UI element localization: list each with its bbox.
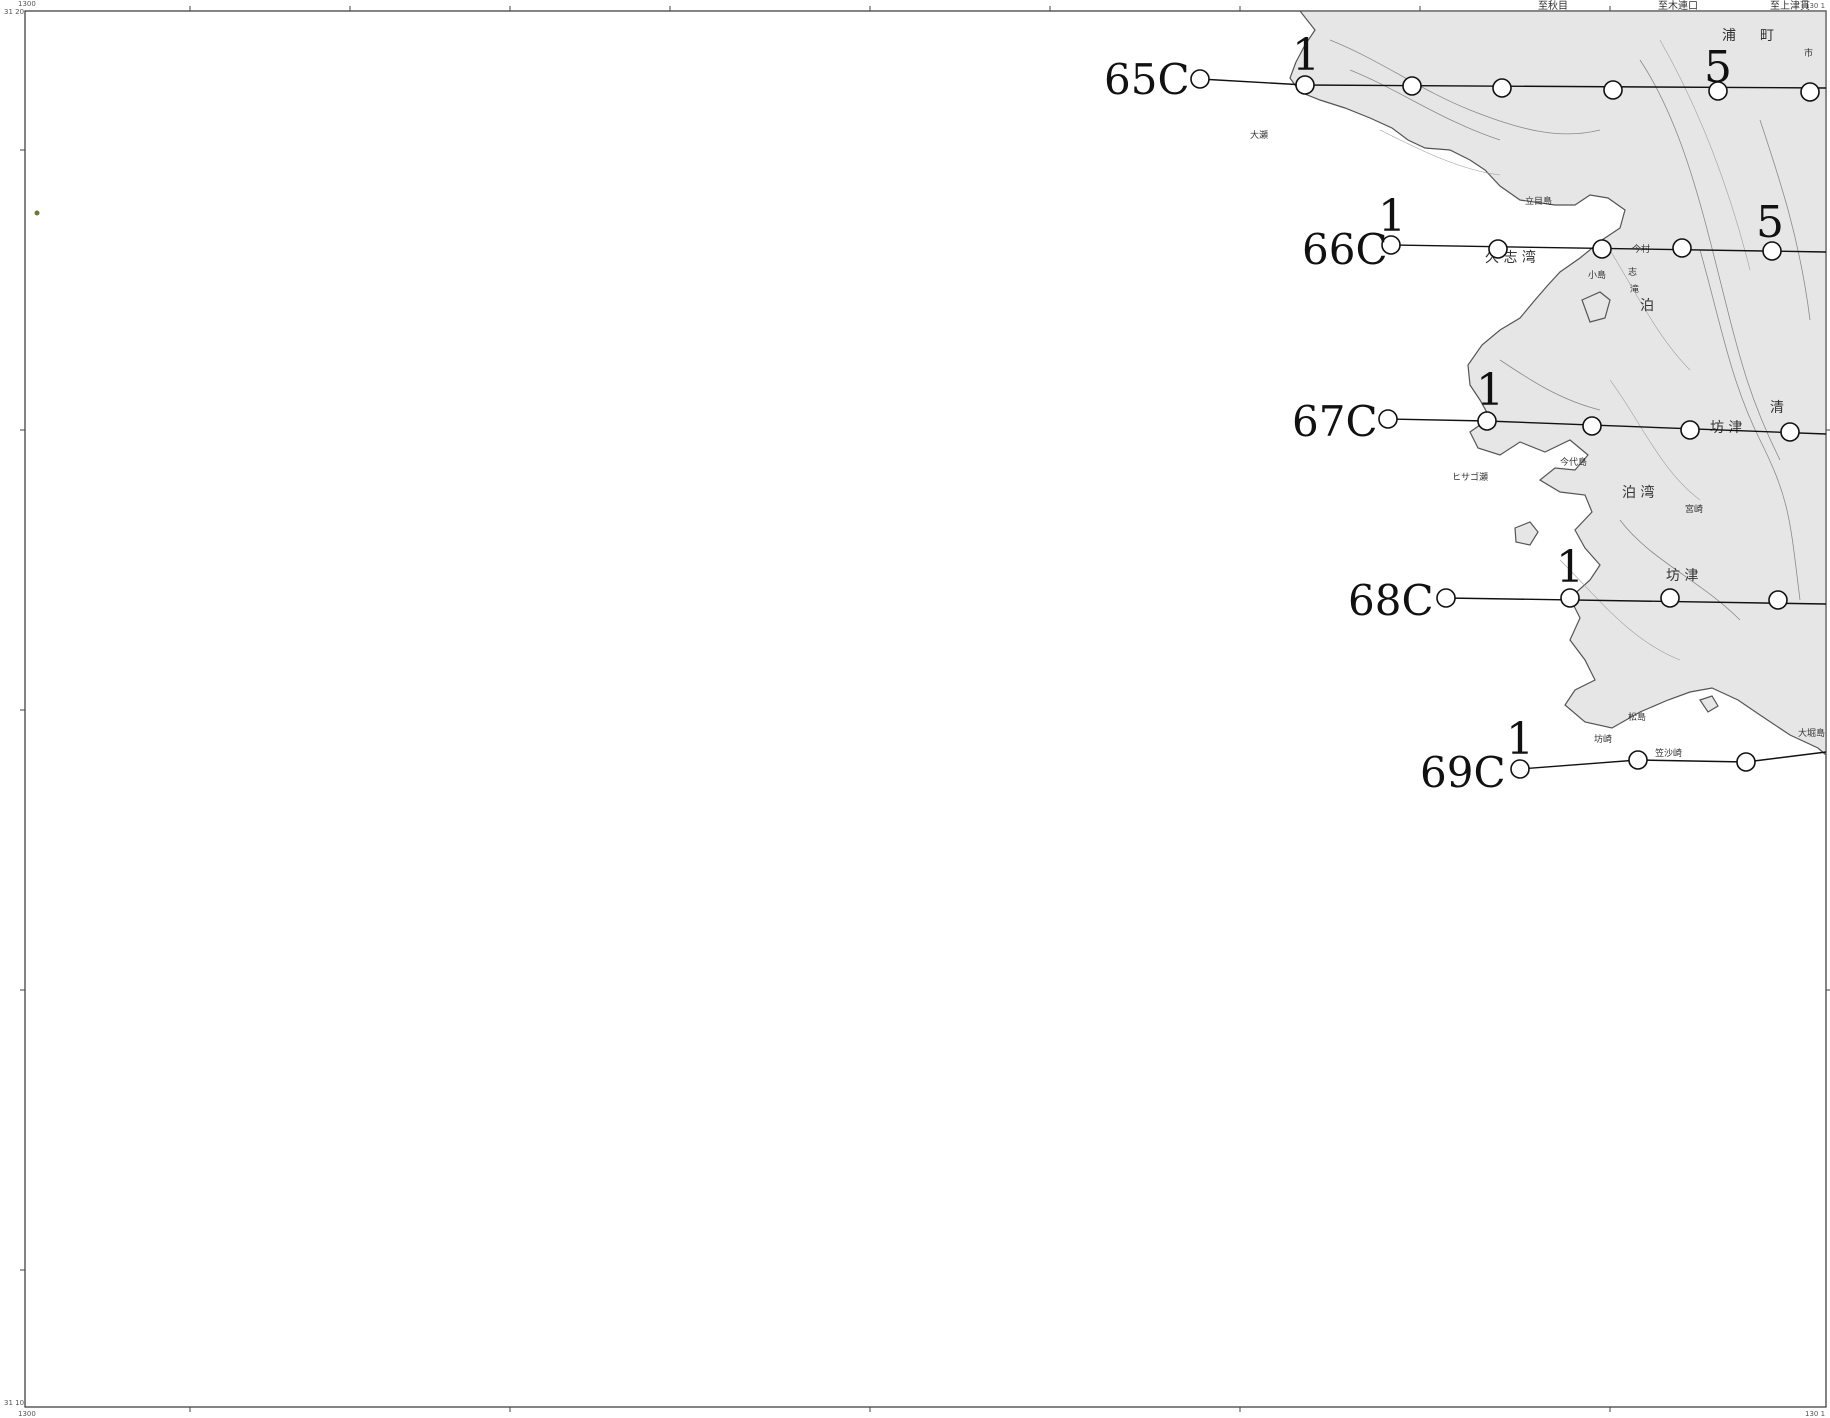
station-marker xyxy=(1295,75,1315,95)
station-marker xyxy=(1402,76,1422,96)
station-marker xyxy=(1762,241,1782,261)
station-marker xyxy=(1436,588,1456,608)
survey-line-68c: 68C 1 xyxy=(1348,542,1827,625)
place-oohorijima: 大堀島 xyxy=(1798,727,1825,739)
place-imashiromajima: 今代島 xyxy=(1560,456,1587,468)
place-bounotsu-south: 坊 津 xyxy=(1666,568,1698,584)
place-ichi: 市 xyxy=(1804,47,1813,59)
place-matsushima: 松島 xyxy=(1628,711,1646,723)
place-miyasaki: 宮崎 xyxy=(1685,503,1703,515)
station-marker xyxy=(1190,69,1210,89)
station-marker xyxy=(1800,82,1820,102)
place-ura: 浦 xyxy=(1722,28,1736,44)
station-marker xyxy=(1381,235,1401,255)
station-marker xyxy=(1708,81,1728,101)
survey-line-67c: 67C 1 xyxy=(1292,365,1827,446)
station-marker xyxy=(1492,78,1512,98)
place-shizu: 志 xyxy=(1628,266,1637,278)
corner-label-bottom-right: 130 1 xyxy=(1805,1410,1825,1418)
survey-line-69c: 69C 1 xyxy=(1420,714,1827,797)
station-marker xyxy=(1680,420,1700,440)
station-marker xyxy=(1780,422,1800,442)
station-marker xyxy=(1510,759,1530,779)
corner-label-bottom-left-side: 31 10 xyxy=(4,1399,24,1407)
landmass xyxy=(1289,10,1827,757)
station-marker xyxy=(1603,80,1623,100)
end-marker-66c: 5 xyxy=(1756,197,1784,248)
station-marker xyxy=(1477,411,1497,431)
place-tomari-bay: 泊 湾 xyxy=(1622,484,1654,501)
frame-ticks xyxy=(20,6,1830,1412)
line-label-68c: 68C xyxy=(1348,576,1434,625)
place-bousaki: 坊崎 xyxy=(1594,733,1612,745)
start-marker-68c: 1 xyxy=(1556,542,1584,593)
place-tachimejima: 立目島 xyxy=(1525,195,1552,207)
end-marker-65c: 5 xyxy=(1704,42,1732,93)
map-frame xyxy=(24,10,1827,1408)
place-oose: 大瀬 xyxy=(1250,129,1268,141)
station-marker xyxy=(1672,238,1692,258)
place-tomari: 泊 xyxy=(1640,298,1654,314)
place-kasasaki: 笠沙崎 xyxy=(1655,747,1682,759)
place-kosima: 小島 xyxy=(1588,269,1606,281)
top-label-kirenguchi: 至木連口 xyxy=(1658,0,1698,12)
station-marker xyxy=(1582,416,1602,436)
line-label-69c: 69C xyxy=(1420,748,1506,797)
station-marker xyxy=(1560,588,1580,608)
corner-label-top-right: 130 1 xyxy=(1805,2,1825,10)
start-marker-65c: 1 xyxy=(1292,30,1320,81)
start-marker-66c: 1 xyxy=(1378,191,1406,242)
corner-label-top-left-top: 1300 xyxy=(18,0,36,8)
station-marker xyxy=(1592,239,1612,259)
map-speck xyxy=(34,210,40,216)
top-label-akime: 至秋目 xyxy=(1538,0,1568,12)
corner-label-bottom-left-bottom: 1300 xyxy=(18,1410,36,1418)
station-marker xyxy=(1628,750,1648,770)
station-marker xyxy=(1488,239,1508,259)
line-label-66c: 66C xyxy=(1302,225,1388,274)
line-label-67c: 67C xyxy=(1292,397,1378,446)
station-marker xyxy=(1378,409,1398,429)
start-marker-69c: 1 xyxy=(1506,714,1534,765)
place-taki: 滝 xyxy=(1630,284,1639,295)
station-marker xyxy=(1736,752,1756,772)
station-marker xyxy=(1768,590,1788,610)
corner-label-top-left-side: 31 20 xyxy=(4,8,24,16)
survey-line-65c: 65C 1 5 xyxy=(1104,30,1827,104)
line-label-65c: 65C xyxy=(1104,55,1190,104)
start-marker-67c: 1 xyxy=(1476,365,1504,416)
survey-line-66c: 66C 1 5 xyxy=(1302,191,1827,274)
place-bounotsu: 坊 津 xyxy=(1710,420,1742,436)
top-label-kamitsukinu: 至上津貫 xyxy=(1770,0,1810,12)
place-hisagose: ヒサゴ瀬 xyxy=(1452,471,1488,483)
station-marker xyxy=(1660,588,1680,608)
place-shimizu: 清 xyxy=(1770,400,1784,416)
place-machi: 町 xyxy=(1760,28,1774,44)
